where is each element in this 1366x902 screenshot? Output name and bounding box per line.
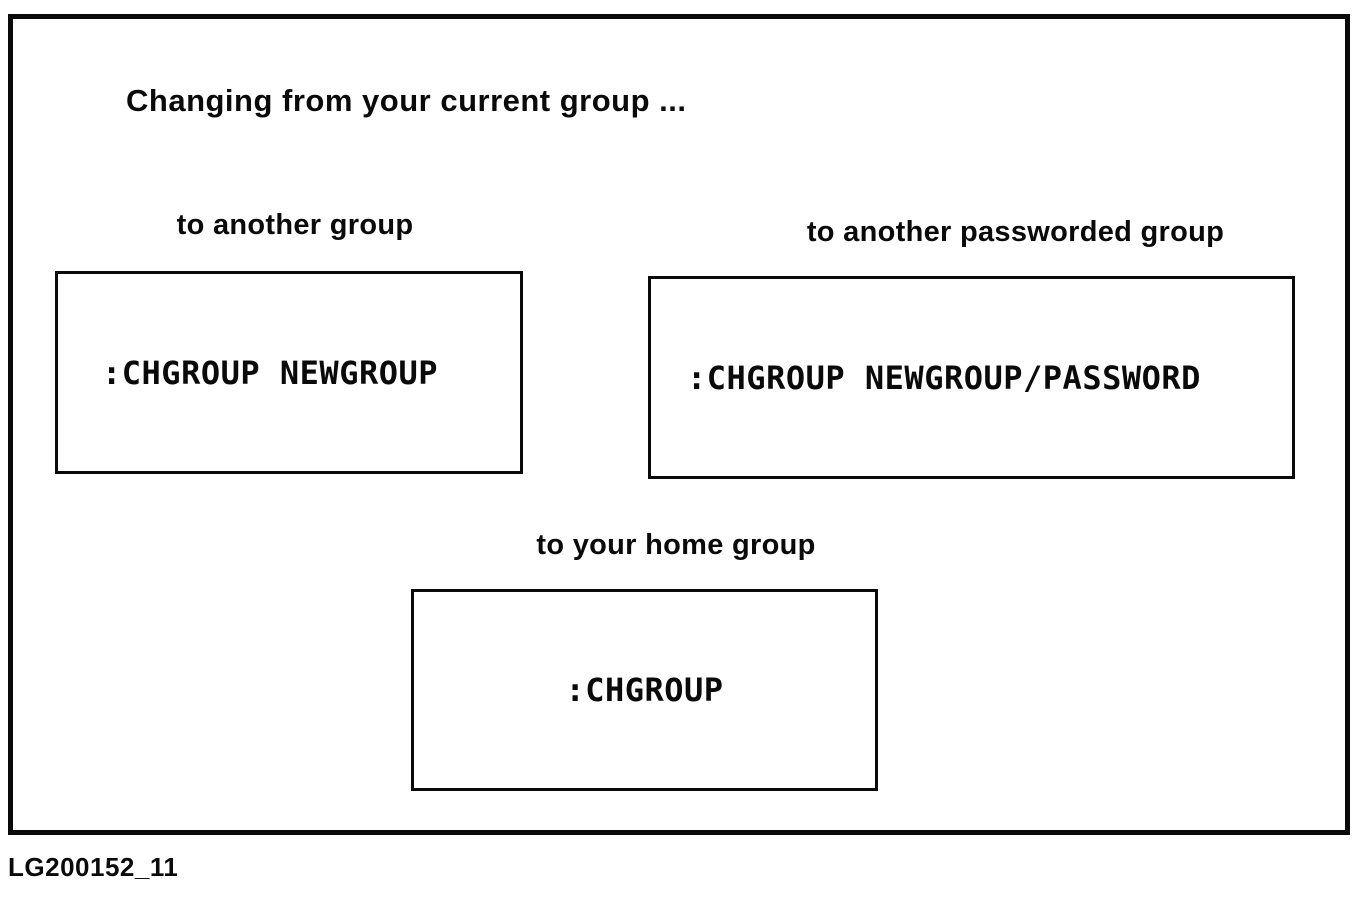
- figure-id-caption: LG200152_11: [8, 852, 179, 882]
- box-label-passworded-group: to another passworded group: [806, 216, 1225, 248]
- command-text-chgroup: :CHGROUP: [565, 671, 724, 709]
- command-box-passworded-group: :CHGROUP NEWGROUP/PASSWORD: [648, 276, 1295, 479]
- command-text-chgroup-newgroup-password: :CHGROUP NEWGROUP/PASSWORD: [687, 358, 1201, 397]
- command-text-chgroup-newgroup: :CHGROUP NEWGROUP: [102, 353, 439, 392]
- box-label-another-group: to another group: [176, 209, 414, 241]
- diagram-frame: Changing from your current group ... to …: [8, 14, 1350, 835]
- command-box-home-group: :CHGROUP: [411, 589, 878, 791]
- figure-title: Changing from your current group ...: [126, 83, 687, 118]
- box-label-home-group: to your home group: [536, 529, 816, 561]
- command-box-another-group: :CHGROUP NEWGROUP: [55, 271, 523, 474]
